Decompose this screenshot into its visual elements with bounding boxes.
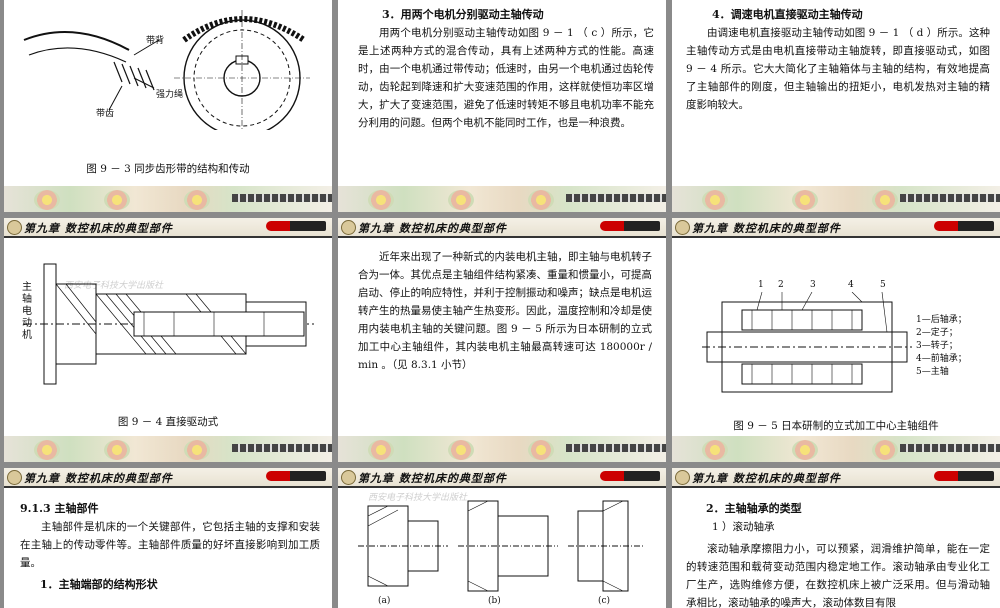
spindle-ends-figure <box>358 500 643 592</box>
body-paragraph: 用两个电机分别驱动主轴传动如图 9 － 1 （ c ）所示，它是上述两种方式的混… <box>358 27 654 129</box>
figure-caption: 图 9 － 3 同步齿形带的结构和传动 <box>86 163 250 175</box>
slide-header: 第九章 数控机床的典型部件 <box>672 218 1000 238</box>
watermark: 西安电子科技大学出版社 <box>64 281 164 291</box>
label-strong-rope: 强力绳 <box>156 90 184 100</box>
slide-header: 第九章 数控机床的典型部件 <box>4 468 332 488</box>
figure-label-c: (c) <box>598 596 611 606</box>
pen-icon <box>934 471 994 481</box>
body-paragraph: 主轴部件是机床的一个关键部件，它包括主轴的支撑和安装在主轴上的传动零件等。主轴部… <box>20 521 320 569</box>
legend-item: 2—定子； <box>916 328 958 338</box>
chapter-title: 第九章 数控机床的典型部件 <box>358 472 507 485</box>
chapter-title: 第九章 数控机床的典型部件 <box>692 472 841 485</box>
subheading: 1 ）滚动轴承 <box>712 521 775 533</box>
part-number-5: 5 <box>880 280 886 290</box>
section-heading: 9.1.3 主轴部件 <box>20 502 99 515</box>
legend-item: 5—主轴 <box>916 367 949 377</box>
school-logo-icon <box>7 220 22 235</box>
figure-caption: 图 9 － 4 直接驱动式 <box>117 416 219 428</box>
chapter-title: 第九章 数控机床的典型部件 <box>692 222 841 235</box>
figure-caption: 图 9 － 5 日本研制的立式加工中心主轴组件 <box>733 420 939 432</box>
slide-spindle-parts[interactable]: 第九章 数控机床的典型部件 9.1.3 主轴部件 主轴部件是机床的一个关键部件，… <box>4 468 332 608</box>
slide-header: 第九章 数控机床的典型部件 <box>672 468 1000 488</box>
figure-label-a: (a) <box>378 596 391 606</box>
slide-footer <box>338 436 666 462</box>
label-belt-back: 带背 <box>146 36 165 46</box>
slide-timing-belt[interactable]: 带背 强力绳 带齿 图 9 － 3 同步齿形带的结构和传动 <box>4 0 332 212</box>
slide-spindle-assembly[interactable]: 第九章 数控机床的典型部件 1 2 3 4 5 1—后轴承； 2—定子； 3—转… <box>672 218 1000 462</box>
slide-spindle-ends[interactable]: 第九章 数控机床的典型部件 西安电子科技大学出版社 (a) (b) (c) <box>338 468 666 608</box>
legend-item: 4—前轴承； <box>916 354 967 364</box>
slide-dual-motor[interactable]: 3．用两个电机分别驱动主轴传动 用两个电机分别驱动主轴传动如图 9 － 1 （ … <box>338 0 666 212</box>
slide-footer <box>4 186 332 212</box>
slide-header: 第九章 数控机床的典型部件 <box>338 468 666 488</box>
direct-drive-figure <box>24 263 314 385</box>
body-paragraph: 由调速电机直接驱动主轴传动如图 9 － 1 （ d ）所示。这种主轴传动方式是由… <box>686 27 990 111</box>
slide-footer <box>4 436 332 462</box>
chapter-title: 第九章 数控机床的典型部件 <box>24 222 173 235</box>
figure-label-b: (b) <box>488 596 501 606</box>
school-logo-icon <box>675 470 690 485</box>
chapter-title: 第九章 数控机床的典型部件 <box>24 472 173 485</box>
school-logo-icon <box>341 470 356 485</box>
pen-icon <box>934 221 994 231</box>
parts-legend: 1—后轴承； 2—定子； 3—转子； 4—前轴承； 5—主轴 <box>916 314 967 379</box>
section-heading: 3．用两个电机分别驱动主轴传动 <box>382 8 544 21</box>
slide-bearing-types[interactable]: 第九章 数控机床的典型部件 2．主轴轴承的类型 1 ）滚动轴承 滚动轴承摩擦阻力… <box>672 468 1000 608</box>
body-paragraph: 滚动轴承摩擦阻力小，可以预紧，润滑维护简单，能在一定的转速范围和载荷变动范围内稳… <box>686 543 990 608</box>
watermark: 西安电子科技大学出版社 <box>368 493 468 503</box>
slide-direct-drive-figure[interactable]: 第九章 数控机床的典型部件 西安电子科技大学出版社 主轴电动机 图 9 － 4 … <box>4 218 332 462</box>
legend-item: 3—转子； <box>916 341 958 351</box>
slide-header: 第九章 数控机床的典型部件 <box>4 218 332 238</box>
slide-footer <box>338 186 666 212</box>
school-logo-icon <box>341 220 356 235</box>
slide-footer <box>672 436 1000 462</box>
pen-icon <box>600 471 660 481</box>
body-paragraph: 近年来出现了一种新式的内装电机主轴，即主轴与电机转子合为一体。其优点是主轴组件结… <box>358 251 652 371</box>
subheading: 1．主轴端部的结构形状 <box>40 578 158 591</box>
slide-header: 第九章 数控机床的典型部件 <box>338 218 666 238</box>
motor-label: 主轴电动机 <box>22 282 32 341</box>
part-number-3: 3 <box>810 280 816 290</box>
legend-item: 1—后轴承； <box>916 315 967 325</box>
spindle-assembly-figure <box>702 292 912 393</box>
pen-icon <box>266 471 326 481</box>
pen-icon <box>600 221 660 231</box>
slide-footer <box>672 186 1000 212</box>
label-belt-tooth: 带齿 <box>96 109 115 119</box>
slide-direct-drive[interactable]: 4．调速电机直接驱动主轴传动 由调速电机直接驱动主轴传动如图 9 － 1 （ d… <box>672 0 1000 212</box>
school-logo-icon <box>7 470 22 485</box>
section-heading: 4．调速电机直接驱动主轴传动 <box>712 8 863 21</box>
chapter-title: 第九章 数控机床的典型部件 <box>358 222 507 235</box>
timing-belt-figure <box>23 10 310 130</box>
part-number-4: 4 <box>848 280 854 290</box>
section-heading: 2．主轴轴承的类型 <box>706 502 802 515</box>
part-number-2: 2 <box>778 280 784 290</box>
school-logo-icon <box>675 220 690 235</box>
slide-builtin-motor[interactable]: 第九章 数控机床的典型部件 近年来出现了一种新式的内装电机主轴，即主轴与电机转子… <box>338 218 666 462</box>
part-number-1: 1 <box>758 280 764 290</box>
pen-icon <box>266 221 326 231</box>
